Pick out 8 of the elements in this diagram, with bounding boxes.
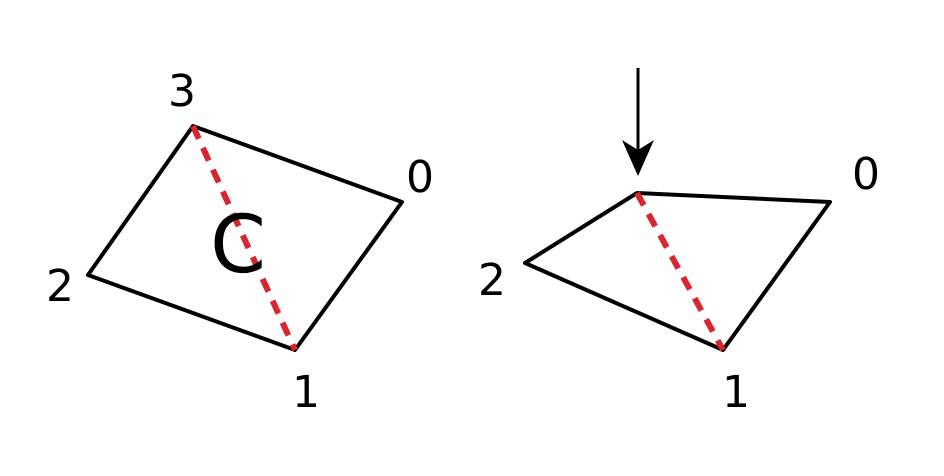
vertex-label: 3 [168,70,196,114]
vertex-label: 1 [722,371,750,415]
vertex-label: 0 [852,153,880,197]
vertex-label: 2 [46,265,74,309]
vertex-label: 1 [292,371,320,415]
vertex-label: 2 [478,259,506,303]
vertex-label: 0 [406,156,434,200]
letter-label: C [210,205,266,285]
